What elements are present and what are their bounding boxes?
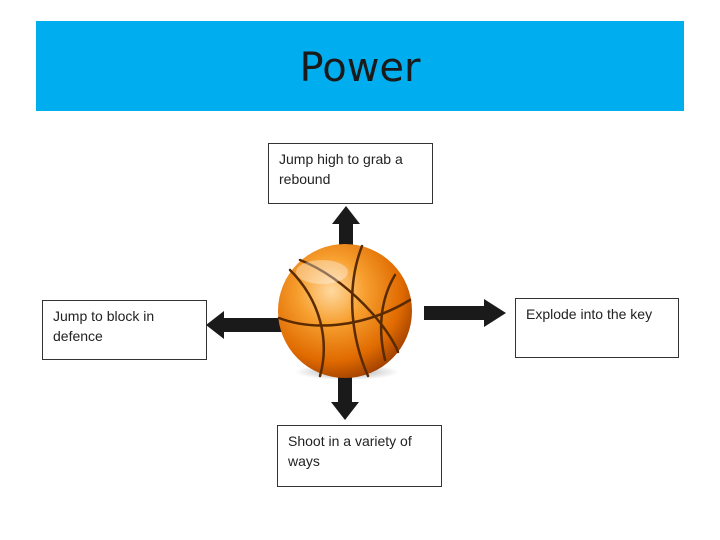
slide-title: Power <box>299 45 421 91</box>
basketball-icon <box>277 244 412 380</box>
text-box-right: Explode into the key <box>515 298 679 358</box>
text-box-left: Jump to block in defence <box>42 300 207 360</box>
title-bar: Power <box>36 21 684 111</box>
arrow-left-icon <box>206 311 288 339</box>
text-box-bottom: Shoot in a variety of ways <box>277 425 442 487</box>
text-box-top: Jump high to grab a rebound <box>268 143 433 204</box>
arrow-right-icon <box>424 299 506 327</box>
